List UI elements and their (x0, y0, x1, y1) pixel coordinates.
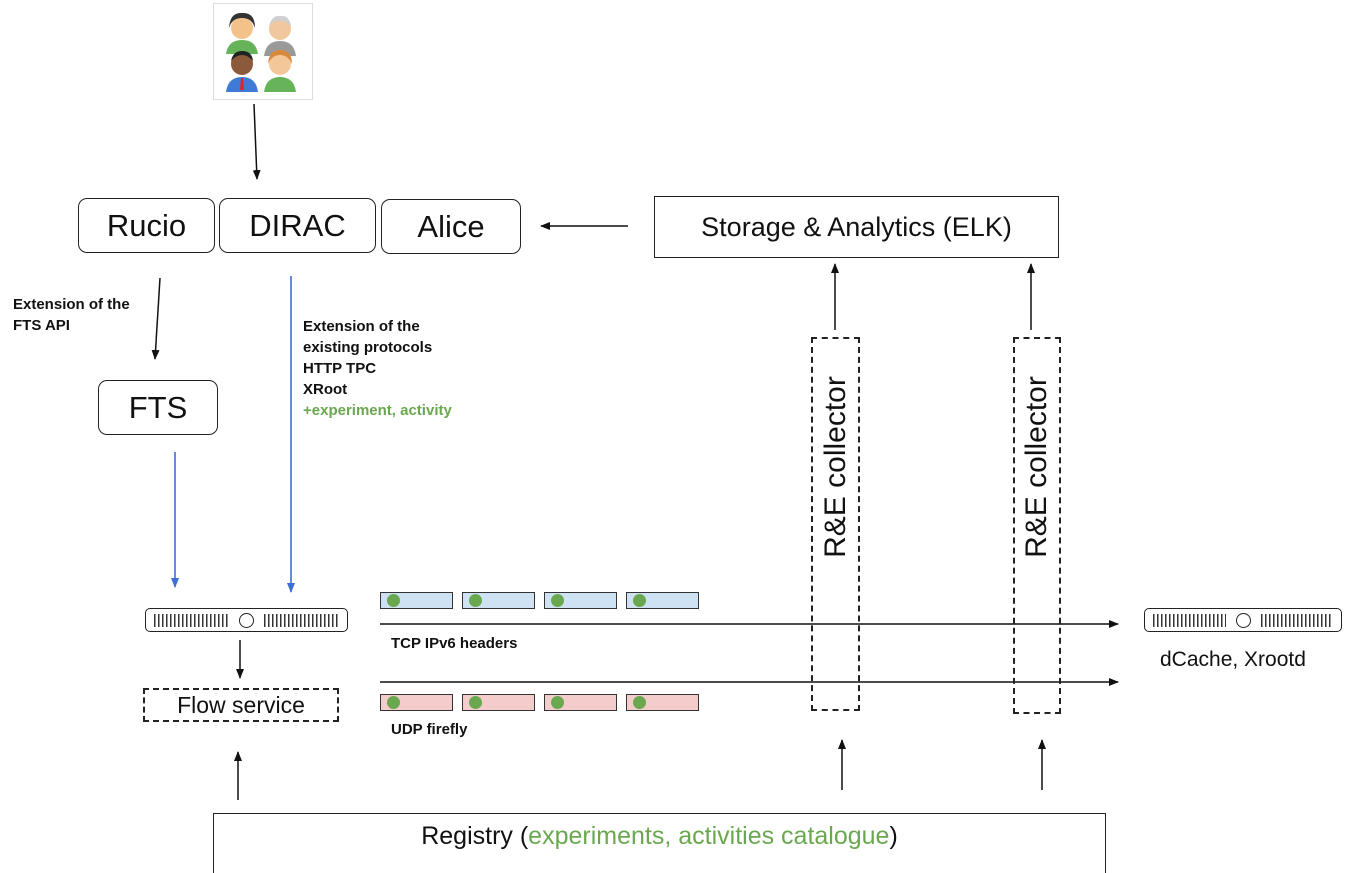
server-grill (1260, 613, 1333, 627)
alice-node: Alice (381, 199, 521, 254)
server-grill (264, 613, 339, 627)
source-server-icon (145, 608, 348, 632)
server-grill (1153, 613, 1226, 627)
storage-analytics-node: Storage & Analytics (ELK) (654, 196, 1059, 258)
packet-marker-dot (387, 696, 400, 709)
packet-marker-dot (387, 594, 400, 607)
server-knob (1235, 612, 1251, 628)
flow-service-label: Flow service (177, 691, 305, 718)
fts-api-note-line: FTS API (13, 317, 70, 334)
udp-packet (544, 694, 617, 711)
rucio-node: Rucio (78, 198, 215, 253)
protocols-note-line: existing protocols (303, 339, 433, 356)
packet-marker-dot (551, 696, 564, 709)
tcp-packet (544, 592, 617, 609)
dirac-label: DIRAC (249, 207, 346, 243)
fts-api-note: Extension of the FTS API (13, 294, 130, 336)
udp-packet (626, 694, 699, 711)
packet-marker-dot (551, 594, 564, 607)
protocols-note-line-green: +experiment, activity (303, 402, 452, 419)
tcp-packet (626, 592, 699, 609)
registry-label: Registry (experiments, activities catalo… (421, 822, 898, 851)
collector-1-node: R&E collector (811, 337, 860, 711)
users-group-icon (213, 3, 313, 100)
rucio-label: Rucio (106, 207, 187, 243)
protocols-note-line: Extension of the (303, 318, 420, 335)
protocols-note-line: XRoot (303, 381, 348, 398)
server-knob (239, 612, 254, 628)
collector-2-label: R&E collector (1020, 376, 1053, 558)
udp-packet (380, 694, 453, 711)
protocols-note: Extension of the existing protocols HTTP… (303, 316, 452, 421)
connectors-layer (151, 103, 1119, 800)
packet-marker-dot (469, 696, 482, 709)
udp-flow-label: UDP firefly (391, 721, 468, 738)
fts-label: FTS (128, 389, 188, 425)
fts-node: FTS (98, 380, 218, 435)
registry-suffix: ) (889, 822, 898, 850)
fts-api-note-line: Extension of the (13, 296, 130, 313)
flow-service-node: Flow service (143, 688, 339, 722)
server-grill (154, 613, 229, 627)
endpoint-label: dCache, Xrootd (1160, 648, 1306, 671)
destination-server-icon (1144, 608, 1342, 632)
dirac-node: DIRAC (219, 198, 376, 253)
registry-node: Registry (experiments, activities catalo… (213, 813, 1106, 873)
collector-1-label: R&E collector (819, 376, 852, 558)
arrow-rucio-to-fts (151, 277, 161, 360)
tcp-flow-label: TCP IPv6 headers (391, 635, 518, 652)
packet-marker-dot (633, 696, 646, 709)
tcp-packet (462, 592, 535, 609)
registry-prefix: Registry ( (421, 822, 529, 850)
arrow-users-to-dirac (252, 103, 261, 180)
packet-marker-dot (633, 594, 646, 607)
packet-marker-dot (469, 594, 482, 607)
storage-analytics-label: Storage & Analytics (ELK) (701, 211, 1012, 242)
protocols-note-line: HTTP TPC (303, 360, 377, 377)
tcp-packet (380, 592, 453, 609)
udp-packet (462, 694, 535, 711)
alice-label: Alice (417, 208, 485, 244)
registry-catalogue-text: experiments, activities catalogue (528, 822, 890, 850)
collector-2-node: R&E collector (1013, 337, 1061, 714)
